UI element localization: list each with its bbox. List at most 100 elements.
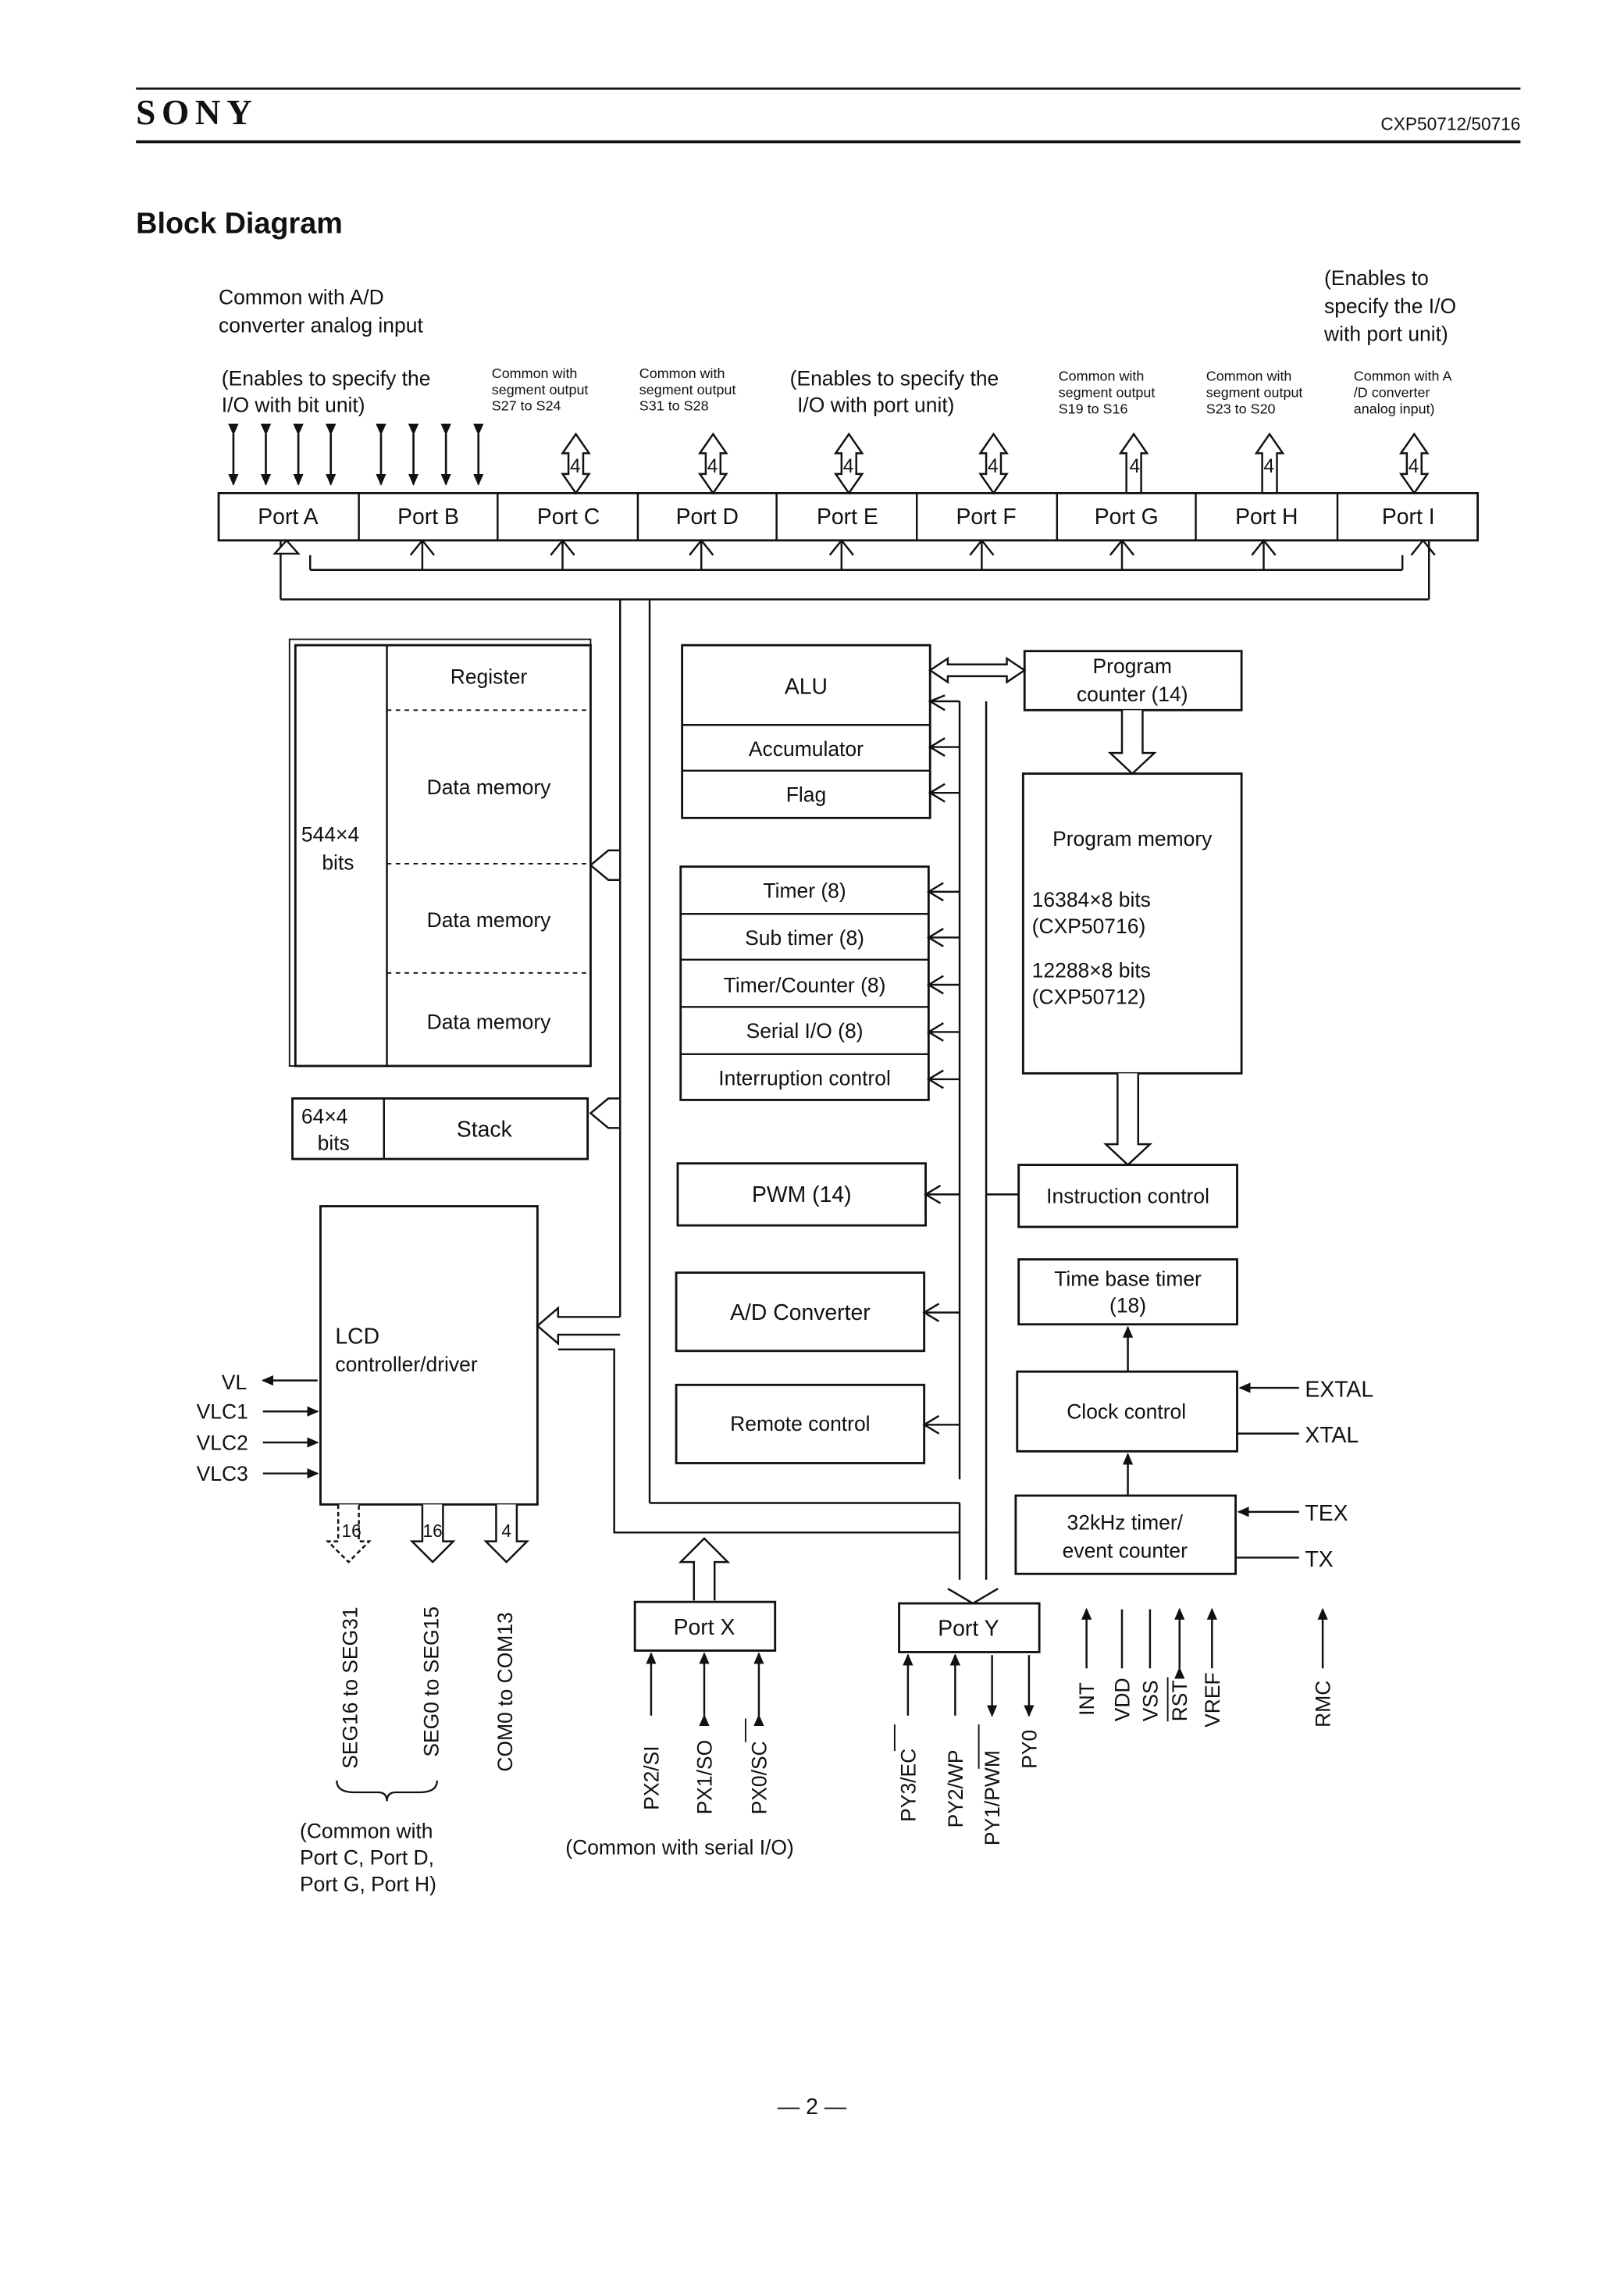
note-s19-3: S19 to S16 xyxy=(1059,401,1128,416)
pin-vlc2: VLC2 xyxy=(197,1431,248,1454)
width-port-d: 4 xyxy=(707,456,718,477)
pin-int: INT xyxy=(1075,1682,1099,1716)
bus-arrow-port-d xyxy=(697,432,728,495)
timer-counter-label: Timer/Counter (8) xyxy=(724,973,886,997)
bus-arrow-port-c xyxy=(561,432,591,495)
port-d: Port D xyxy=(676,505,739,529)
width-port-i: 4 xyxy=(1409,456,1419,477)
part-number: CXP50712/50716 xyxy=(1380,113,1520,134)
port-bus xyxy=(272,538,1436,1503)
pin-extal: EXTAL xyxy=(1305,1377,1373,1402)
note-s27-3: S27 to S24 xyxy=(492,398,561,414)
note-enables-port-right-1: (Enables to xyxy=(1324,266,1429,290)
port-y-label: Port Y xyxy=(938,1617,999,1642)
program-memory-12k-2: (CXP50712) xyxy=(1032,986,1146,1009)
flag-label: Flag xyxy=(786,783,826,807)
memory-size-2: bits xyxy=(322,850,354,874)
program-memory-block: Program memory 16384×8 bits (CXP50716) 1… xyxy=(1021,772,1243,1075)
alu-label: ALU xyxy=(785,675,828,700)
note-enables-bit-1: (Enables to specify the xyxy=(222,366,431,390)
sub-timer-label: Sub timer (8) xyxy=(745,926,864,950)
rom-to-ic-arrow xyxy=(1103,1073,1153,1167)
pwm-block: PWM (14) xyxy=(676,1162,927,1227)
note-ad-common-1: Common with A/D xyxy=(219,285,384,308)
data-memory-3: Data memory xyxy=(427,1011,552,1034)
seg-brace xyxy=(336,1780,438,1802)
lcd-width-seg16: 16 xyxy=(342,1521,361,1541)
port-c: Port C xyxy=(537,505,600,529)
program-counter-1: Program xyxy=(1093,654,1172,678)
stack-size-2: bits xyxy=(318,1132,350,1155)
pin-vss: VSS xyxy=(1138,1680,1162,1721)
seg0-to-seg15: SEG0 to SEG15 xyxy=(420,1606,443,1757)
data-memory-2: Data memory xyxy=(427,908,552,932)
note-ad-i-3: analog input) xyxy=(1354,401,1435,416)
note-s23-3: S23 to S20 xyxy=(1206,401,1276,416)
data-memory-block: 544×4 bits Register Data memory Data mem… xyxy=(288,638,592,1068)
note-s31-2: segment output xyxy=(639,382,736,398)
pin-rst: RST xyxy=(1168,1680,1191,1721)
clock-control-block: Clock control xyxy=(1016,1370,1238,1453)
remote-control-label: Remote control xyxy=(730,1412,870,1435)
clock-control-label: Clock control xyxy=(1067,1400,1186,1424)
port-y-pin-lines xyxy=(903,1653,1035,1717)
note-s23-2: segment output xyxy=(1206,385,1303,401)
port-row-frame xyxy=(217,492,1480,542)
port-x-label: Port X xyxy=(674,1615,735,1640)
port-x-pin-lines xyxy=(646,1652,764,1726)
pin-vref: VREF xyxy=(1201,1672,1224,1728)
control-pin-lines xyxy=(1081,1607,1328,1679)
pin-py1-pwm: PY1/PWM xyxy=(981,1750,1004,1845)
program-memory-16k-1: 16384×8 bits xyxy=(1032,888,1151,911)
port-x-block: Port X xyxy=(633,1600,777,1652)
memory-bus-taps xyxy=(589,849,621,1129)
note-ad-common-2: converter analog input xyxy=(219,313,423,337)
port-i: Port I xyxy=(1382,505,1435,529)
note-enables-port-right-2: specify the I/O xyxy=(1324,294,1456,318)
note-ad-i-2: /D converter xyxy=(1354,385,1430,401)
section-title: Block Diagram xyxy=(136,208,343,241)
bus-arrow-port-h xyxy=(1254,432,1285,494)
timer-label: Timer (8) xyxy=(763,879,846,902)
bus-arrow-port-i xyxy=(1398,432,1430,495)
stack-block: 64×4 bits Stack xyxy=(291,1097,589,1161)
pwm-label: PWM (14) xyxy=(752,1182,852,1207)
com0-to-com13: COM0 to COM13 xyxy=(493,1612,517,1771)
time-base-2: (18) xyxy=(1109,1294,1146,1317)
memory-size-1: 544×4 xyxy=(301,823,359,847)
ad-converter-block: A/D Converter xyxy=(675,1271,926,1353)
alu-group: ALU Accumulator Flag xyxy=(681,644,931,819)
note-enables-port-mid-1: (Enables to specify the xyxy=(790,366,999,390)
accumulator-label: Accumulator xyxy=(749,737,864,761)
note-s19-1: Common with xyxy=(1059,369,1145,384)
program-counter-2: counter (14) xyxy=(1077,683,1188,706)
internal-bus xyxy=(650,656,1027,1605)
note-s27-1: Common with xyxy=(492,365,578,381)
pin-tex: TEX xyxy=(1305,1501,1348,1526)
serial-io-label: Serial I/O (8) xyxy=(746,1019,864,1043)
port-e: Port E xyxy=(817,505,878,529)
note-ad-i-1: Common with A xyxy=(1354,369,1452,384)
port-f: Port F xyxy=(956,505,1016,529)
port-b: Port B xyxy=(397,505,459,529)
bus-arrow-port-e xyxy=(833,432,864,495)
stack-size-1: 64×4 xyxy=(301,1105,348,1129)
width-port-g: 4 xyxy=(1129,456,1140,477)
top-port-row: Port A Port B Port C Port D Port E Port … xyxy=(217,492,1480,542)
timer-32k-1: 32kHz timer/ xyxy=(1067,1511,1184,1535)
lcd-output-arrows xyxy=(325,1504,530,1564)
program-counter-block: Program counter (14) xyxy=(1023,650,1243,711)
timer-32k-2: event counter xyxy=(1063,1539,1188,1562)
pin-py2-wp: PY2/WP xyxy=(944,1749,967,1827)
pin-px0-sc: PX0/SC xyxy=(747,1741,771,1814)
lcd-width-seg0: 16 xyxy=(423,1521,443,1541)
pin-vlc1: VLC1 xyxy=(197,1400,248,1424)
port-g: Port G xyxy=(1095,505,1159,529)
seg16-to-seg31: SEG16 to SEG31 xyxy=(339,1606,362,1768)
sony-logo: SONY xyxy=(136,93,258,132)
note-s31-3: S31 to S28 xyxy=(639,398,709,414)
note-s23-1: Common with xyxy=(1206,369,1292,384)
pin-px2-si: PX2/SI xyxy=(639,1745,663,1810)
